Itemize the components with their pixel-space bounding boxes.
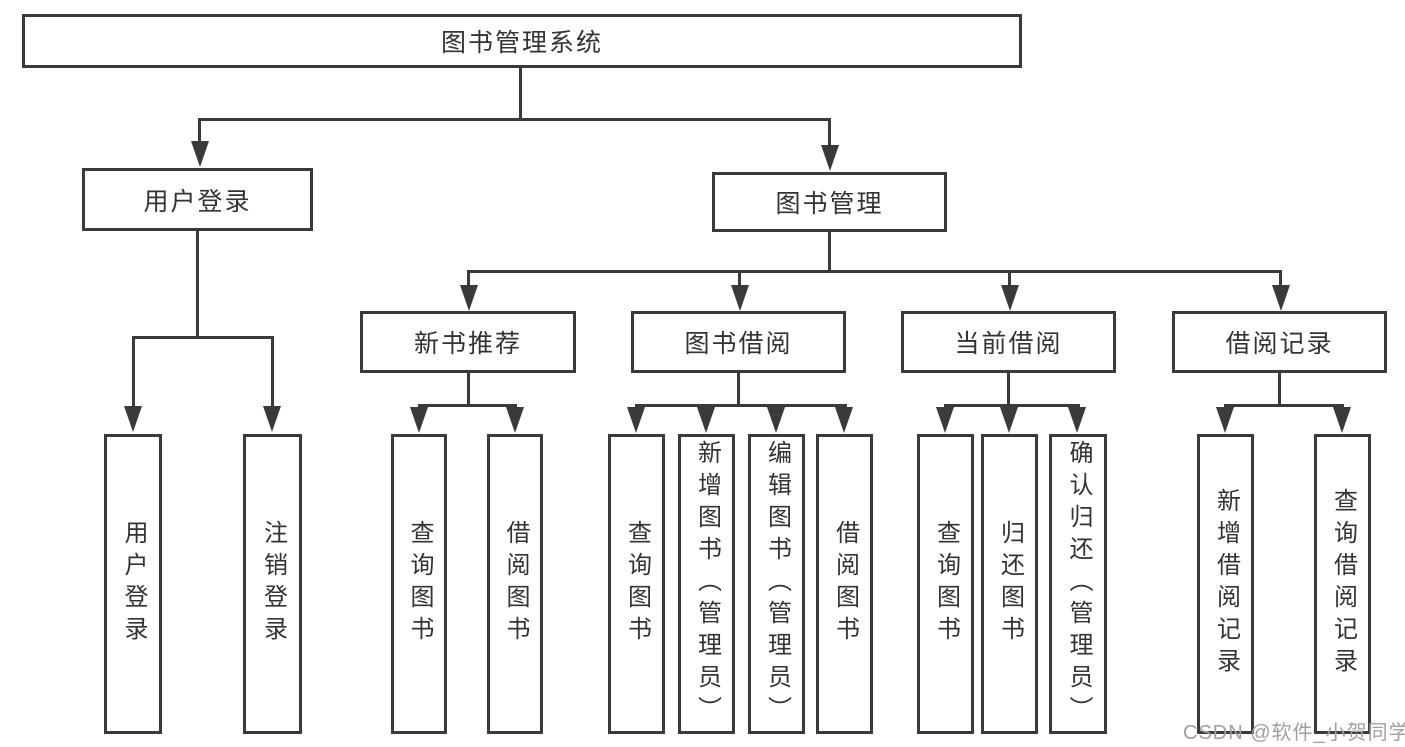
connector-branch-stub-new-book — [467, 270, 470, 288]
leaf-borrow-edit-admin-label: 编辑图书（管理员） — [763, 440, 791, 728]
leaf-new-book-borrow: 借阅图书 — [487, 434, 543, 734]
arrowhead-down-icon — [263, 406, 281, 432]
node-user-login-label: 用户登录 — [143, 187, 252, 216]
connector-current-borrow-bar — [944, 404, 1080, 407]
node-new-book-label: 新书推荐 — [413, 330, 522, 358]
leaf-logout-label: 注销登录 — [259, 520, 287, 648]
leaf-borrow-book: 借阅图书 — [816, 434, 873, 734]
leaf-borrow-query-label: 查询图书 — [623, 520, 651, 648]
node-borrow-record: 借阅记录 — [1172, 311, 1387, 373]
arrowhead-down-icon — [697, 407, 715, 433]
connector-branch-stub-borrow-record — [1279, 270, 1282, 288]
leaf-record-add-label: 新增借阅记录 — [1212, 488, 1240, 680]
leaf-new-book-query: 查询图书 — [391, 434, 447, 734]
node-book-borrow: 图书借阅 — [631, 311, 846, 373]
leaf-logout: 注销登录 — [243, 434, 302, 734]
connector-borrow-record-bar — [1224, 404, 1344, 407]
arrowhead-down-icon — [731, 285, 749, 311]
arrowhead-down-icon — [936, 407, 954, 433]
connector-user-login-stem — [196, 231, 199, 336]
arrowhead-down-icon — [1000, 407, 1018, 433]
arrowhead-down-icon — [506, 407, 524, 433]
leaf-current-confirm-admin: 确认归还（管理员） — [1049, 434, 1107, 734]
leaf-borrow-add-admin-label: 新增图书（管理员） — [693, 440, 721, 728]
leaf-current-confirm-admin-label: 确认归还（管理员） — [1065, 440, 1092, 728]
node-book-management: 图书管理 — [712, 172, 947, 232]
leaf-new-book-borrow-label: 借阅图书 — [502, 520, 529, 648]
arrowhead-down-icon — [124, 406, 142, 432]
arrowhead-down-icon — [1333, 407, 1351, 433]
connector-user-login-bar — [132, 336, 274, 339]
leaf-current-return: 归还图书 — [981, 434, 1038, 734]
leaf-borrow-add-admin: 新增图书（管理员） — [678, 434, 735, 734]
arrowhead-down-icon — [1272, 285, 1290, 311]
node-borrow-record-label: 借阅记录 — [1225, 330, 1334, 358]
node-user-login: 用户登录 — [82, 168, 313, 231]
connector-borrow-record-stem — [1278, 373, 1281, 407]
node-book-borrow-label: 图书借阅 — [684, 330, 793, 358]
connector-root-stub-right — [828, 118, 831, 148]
arrowhead-down-icon — [821, 145, 839, 171]
arrowhead-down-icon — [1001, 285, 1019, 311]
csdn-watermark: CSDN @软件_小贺同学 — [1183, 722, 1405, 744]
connector-new-book-stem — [467, 373, 470, 407]
connector-new-book-bar — [418, 404, 517, 407]
leaf-user-login-label: 用户登录 — [120, 520, 147, 648]
node-root-label: 图书管理系统 — [440, 29, 603, 57]
leaf-current-query: 查询图书 — [917, 434, 974, 734]
leaf-borrow-query: 查询图书 — [608, 434, 665, 734]
node-book-management-label: 图书管理 — [775, 190, 884, 218]
arrowhead-down-icon — [767, 407, 785, 433]
leaf-new-book-query-label: 查询图书 — [406, 520, 433, 648]
node-current-borrow-label: 当前借阅 — [954, 330, 1063, 358]
connector-book-management-stem — [828, 232, 831, 272]
leaf-record-query-label: 查询借阅记录 — [1329, 488, 1357, 680]
leaf-current-query-label: 查询图书 — [932, 520, 960, 648]
connector-root-stub-left — [198, 118, 201, 144]
leaf-borrow-book-label: 借阅图书 — [831, 520, 859, 648]
connector-book-borrow-stem — [737, 373, 740, 407]
connector-user-login-stub-1 — [132, 336, 135, 408]
connector-book-borrow-bar — [635, 404, 847, 407]
leaf-user-login: 用户登录 — [104, 434, 162, 734]
leaf-record-add: 新增借阅记录 — [1197, 434, 1254, 734]
connector-branch-stub-current-borrow — [1008, 270, 1011, 288]
connector-branch-stub-book-borrow — [738, 270, 741, 288]
connector-current-borrow-stem — [1007, 373, 1010, 407]
node-current-borrow: 当前借阅 — [901, 311, 1116, 373]
arrowhead-down-icon — [460, 285, 478, 311]
arrowhead-down-icon — [191, 141, 209, 167]
node-new-book: 新书推荐 — [360, 311, 576, 373]
arrowhead-down-icon — [627, 407, 645, 433]
arrowhead-down-icon — [410, 407, 428, 433]
arrowhead-down-icon — [1216, 407, 1234, 433]
leaf-current-return-label: 归还图书 — [996, 520, 1024, 648]
connector-book-management-bar — [467, 270, 1281, 273]
leaf-record-query: 查询借阅记录 — [1314, 434, 1371, 734]
arrowhead-down-icon — [1068, 407, 1086, 433]
connector-user-login-stub-2 — [271, 336, 274, 408]
connector-root-bar — [198, 118, 831, 121]
leaf-borrow-edit-admin: 编辑图书（管理员） — [748, 434, 805, 734]
node-root: 图书管理系统 — [22, 14, 1022, 68]
connector-root-stem — [519, 68, 522, 120]
arrowhead-down-icon — [835, 407, 853, 433]
